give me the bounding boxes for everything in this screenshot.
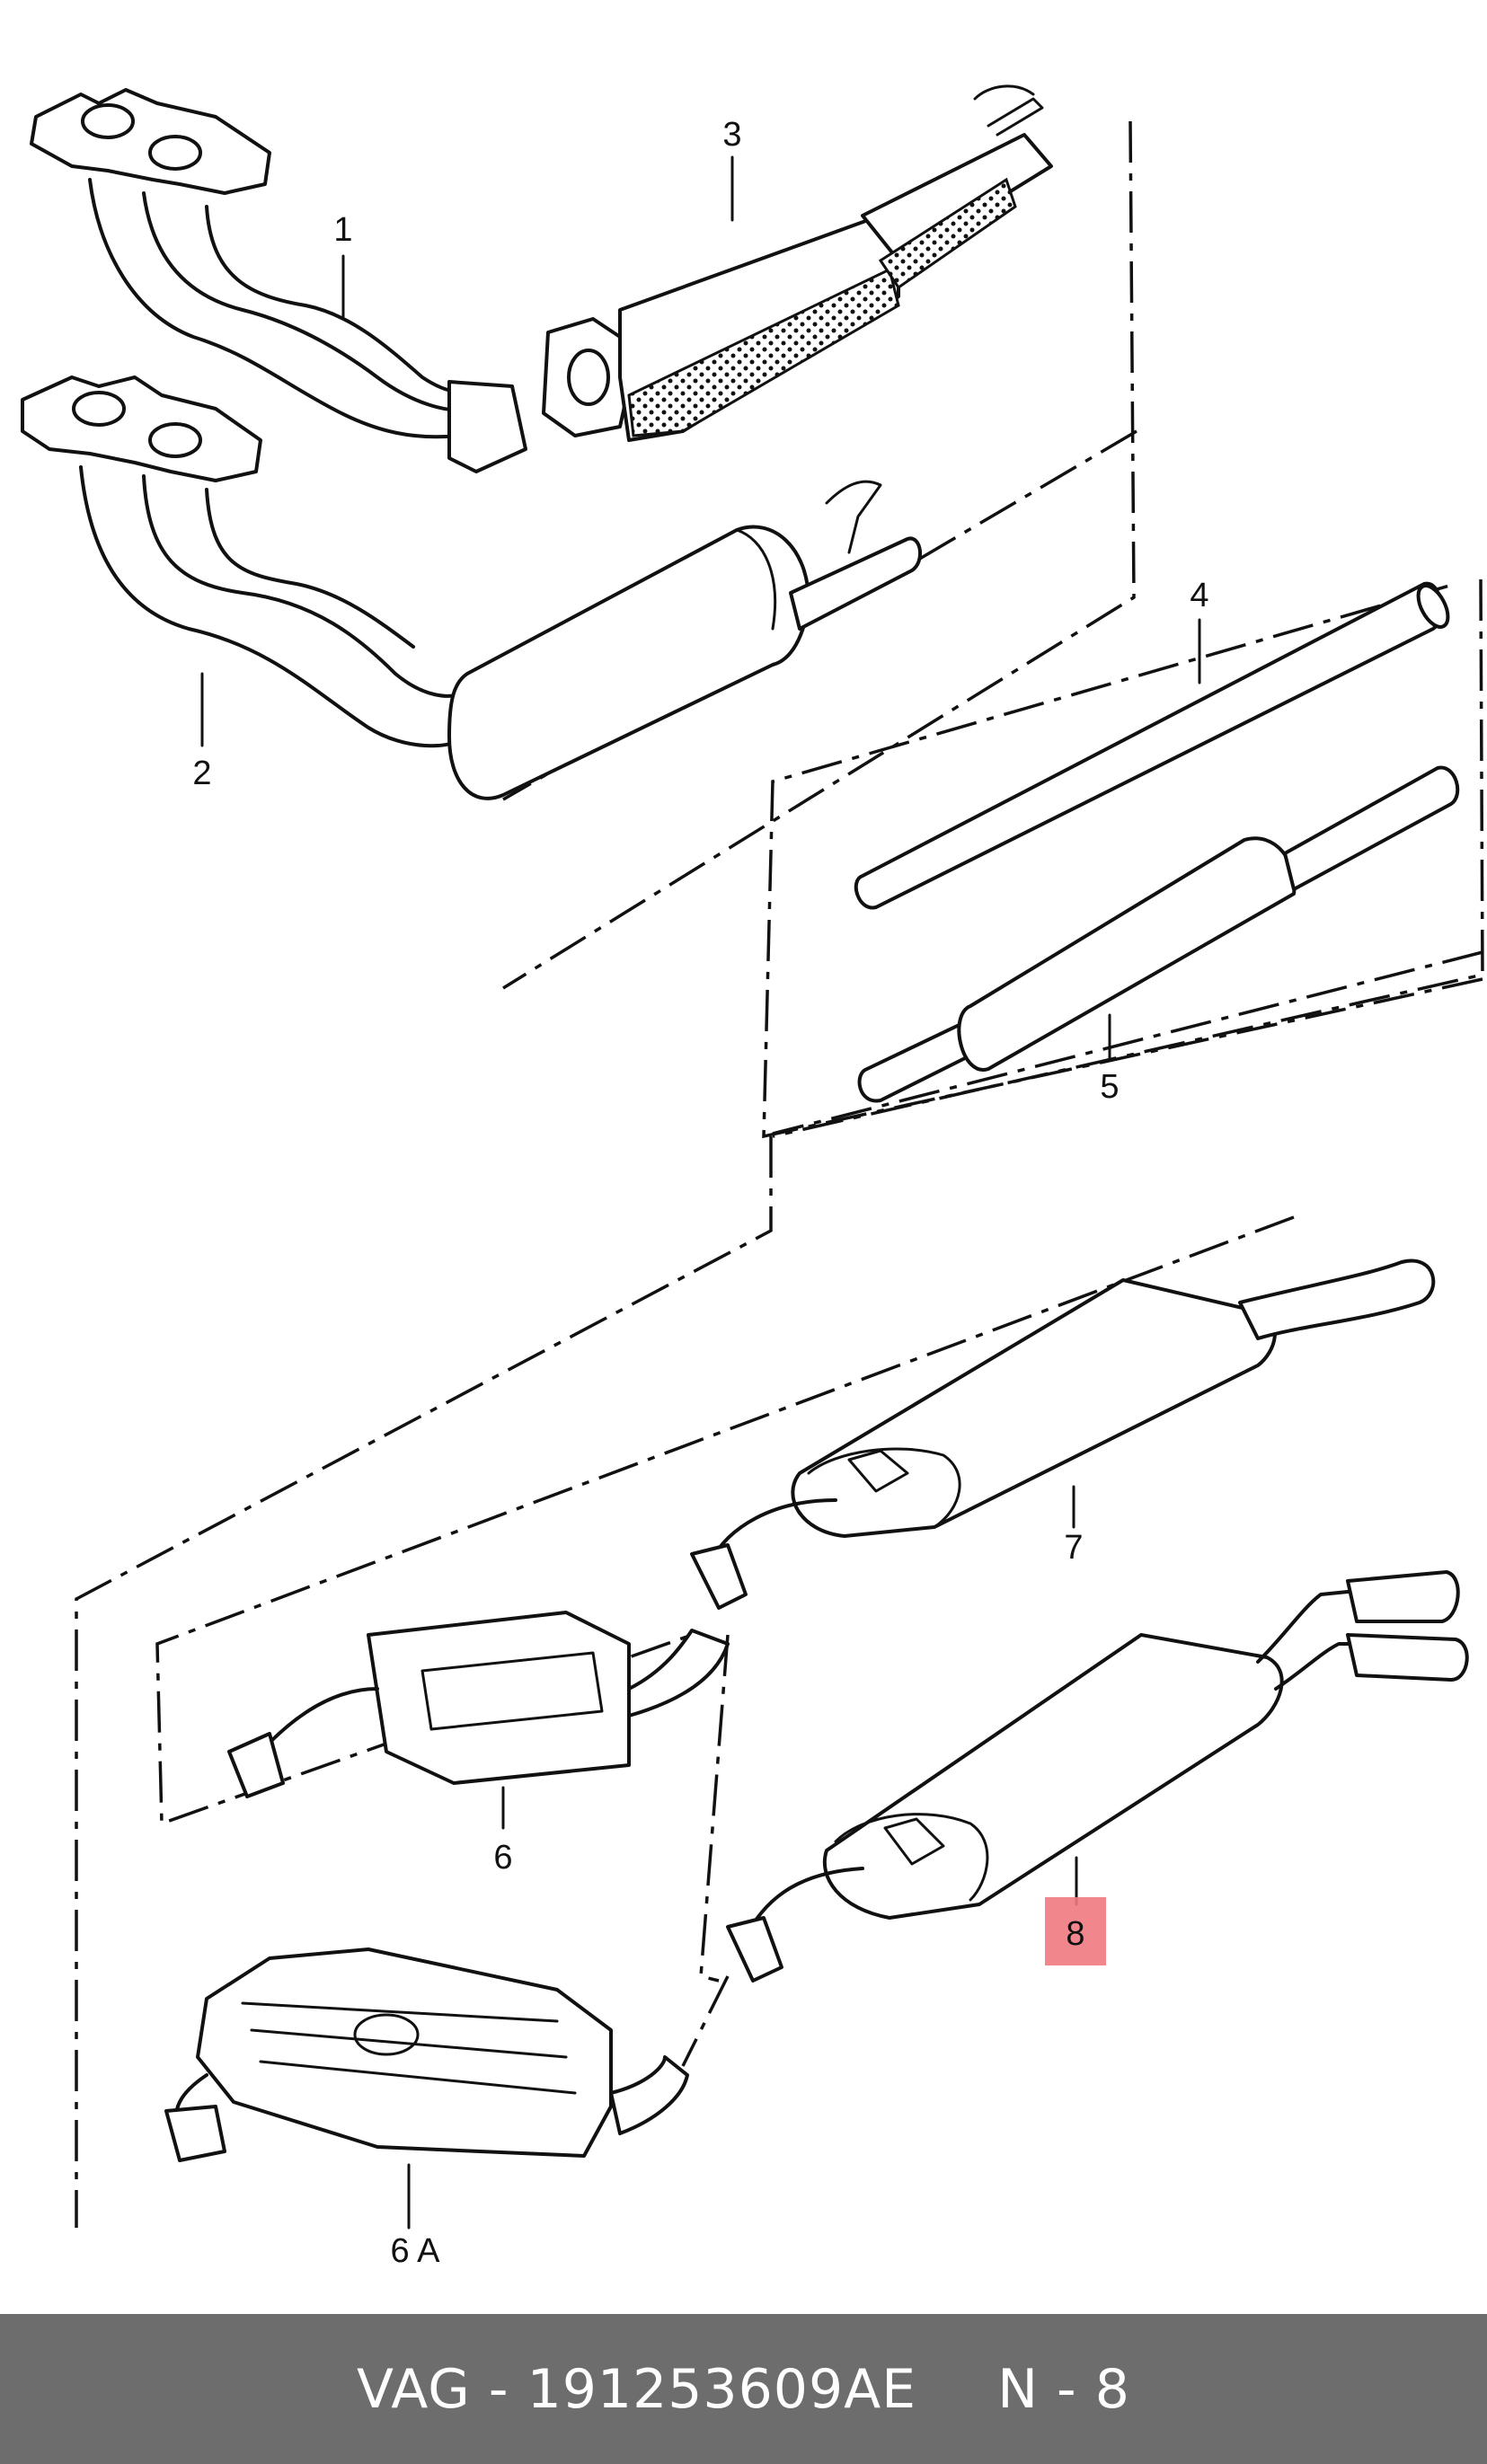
part-6-silencer[interactable] — [227, 1611, 730, 1798]
part-2-front-pipe-silencer[interactable] — [21, 375, 923, 800]
highlight-box-item-8 — [1045, 1897, 1106, 1965]
frame-lines — [75, 120, 1484, 2228]
label-1: 1 — [333, 211, 352, 249]
part-6a-silencer[interactable] — [164, 1947, 689, 2162]
diagram-reference: N - 8 — [997, 2357, 1130, 2421]
label-7: 7 — [1064, 1529, 1083, 1567]
part-4-intermediate-pipe[interactable] — [854, 581, 1454, 910]
exhaust-system-diagram: 1 2 3 4 5 6 6 A 7 8 — [21, 84, 1484, 2270]
part-number-footer: VAG - 191253609AE N - 8 — [0, 2314, 1487, 2464]
label-2: 2 — [192, 755, 211, 792]
part-8-rear-silencer-twin-tailpipe[interactable] — [726, 1570, 1469, 1983]
footer-text: VAG - 191253609AE N - 8 — [357, 2358, 1130, 2421]
part-7-rear-silencer[interactable] — [690, 1258, 1436, 1610]
label-3: 3 — [722, 116, 741, 154]
label-6a: 6 A — [391, 2232, 441, 2270]
label-5: 5 — [1100, 1068, 1119, 1106]
brand-separator: - — [488, 2357, 509, 2421]
label-8: 8 — [1066, 1915, 1084, 1953]
leader-lines — [200, 155, 1201, 2230]
part-3-catalytic-converter[interactable] — [542, 84, 1053, 442]
brand-name: VAG — [357, 2357, 471, 2421]
label-6: 6 — [493, 1839, 512, 1877]
part-number: 191253609AE — [527, 2357, 917, 2421]
part-5-middle-pipe-resonator[interactable] — [857, 765, 1460, 1103]
part-1-exhaust-manifold[interactable] — [30, 88, 527, 473]
label-4: 4 — [1190, 577, 1208, 614]
